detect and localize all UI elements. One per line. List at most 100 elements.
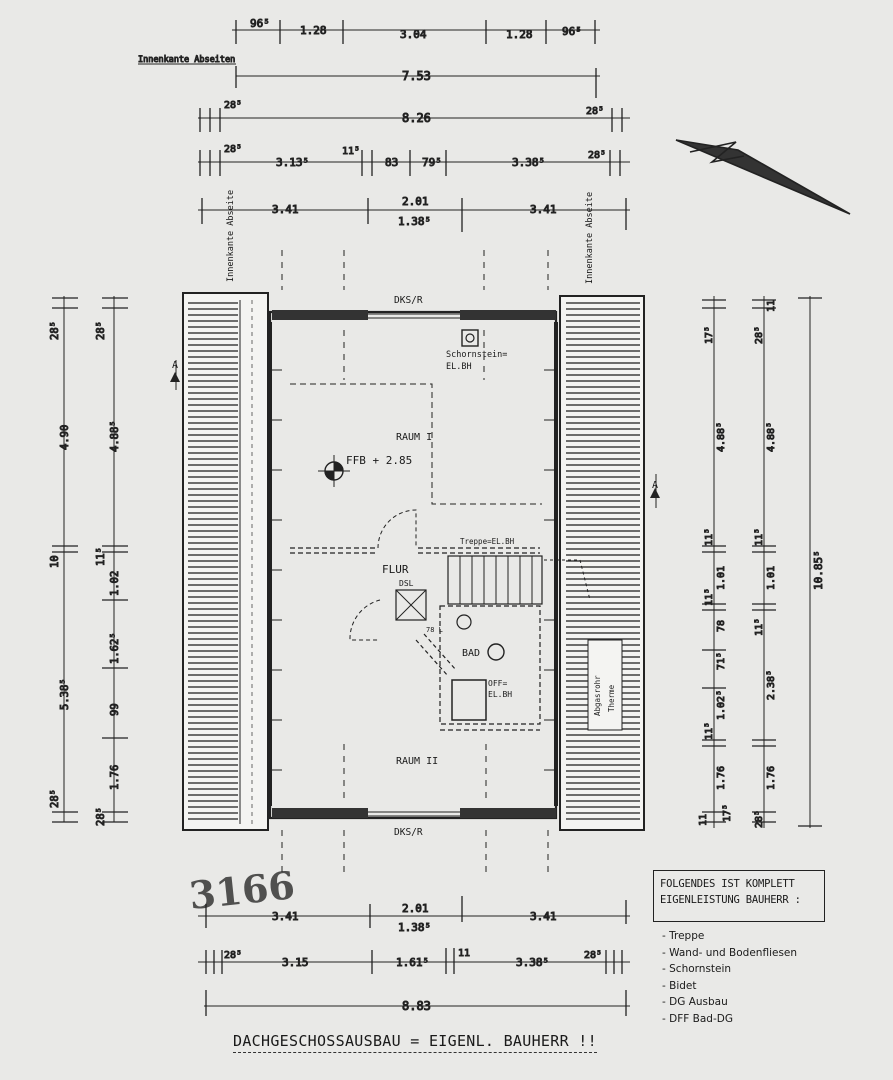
- therme-label: Therme: [607, 684, 616, 712]
- left-inner-dim-2: 4.88⁵: [109, 420, 121, 452]
- left-outer-dim-3: 10: [49, 555, 61, 568]
- raum2-label: RAUM II: [396, 756, 438, 767]
- legend-item: Schornstein: [662, 961, 797, 978]
- left-inner-dim-7: 1.76: [109, 765, 121, 790]
- right-a-dim-3: 11⁵: [704, 528, 715, 546]
- top-dimension-chains: 96⁵ 1.28 3.04 1.28 96⁵ Innenkante Abseit…: [138, 17, 630, 232]
- top-row3-dim: 8.26: [402, 111, 431, 125]
- top-row4-dim-6: 3.38⁵: [512, 156, 545, 169]
- roof-slope-left: [182, 292, 269, 831]
- right-a-dim-4: 1.01: [716, 566, 727, 590]
- top-row1-dim-3: 3.04: [400, 28, 427, 41]
- bottom-row1-mid-bot: 1.38⁵: [398, 921, 431, 934]
- right-b-dim-1: 11: [766, 300, 777, 312]
- h78-label: 78 L: [426, 626, 443, 634]
- section-marker-left-icon: [170, 360, 180, 390]
- bottom-row1-mid-top: 2.01: [402, 902, 429, 915]
- bottom-row2-dim-6: 28⁵: [584, 950, 602, 961]
- left-dimension-chains: 28⁵ 4.90 10 5.38⁵ 28⁵ 28⁵ 4.88⁵ 11⁵ 1.02…: [49, 296, 128, 827]
- ffb-label: FFB + 2.85: [346, 454, 412, 467]
- roof-slope-right: [559, 295, 645, 831]
- flur-label: FLUR: [382, 563, 409, 576]
- off-label: OFF=: [488, 679, 507, 688]
- right-total-dim: 10.85⁵: [812, 550, 825, 590]
- legend-item: Wand- und Bodenfliesen: [662, 945, 797, 962]
- right-b-dim-4: 11⁵: [754, 528, 765, 546]
- top-row4-dim-3: 11⁵: [342, 146, 360, 157]
- bottom-row2-dim-4: 11: [458, 948, 470, 959]
- right-a-dim-6: 78: [716, 620, 727, 632]
- handwritten-number: 3166: [187, 862, 297, 918]
- top-row3-left: 28⁵: [224, 100, 242, 111]
- right-a-dim-11: 11: [698, 814, 709, 826]
- right-b-dim-2: 28⁵: [754, 326, 765, 344]
- right-a-dim-1: 17⁵: [704, 326, 715, 344]
- height-marker-icon: [318, 455, 350, 487]
- section-label-left: A: [172, 360, 178, 371]
- top-row1-dim-5: 96⁵: [562, 25, 582, 38]
- left-outer-dim-2: 4.90: [59, 425, 71, 450]
- right-a-dim-9: 11⁵: [704, 722, 715, 740]
- el-bh-label-2: EL.BH: [488, 690, 512, 699]
- schornstein-label: Schornstein=: [446, 350, 507, 360]
- legend-title: FOLGENDES IST KOMPLETT EIGENLEISTUNG BAU…: [660, 878, 801, 906]
- right-b-dim-9: 28⁵: [754, 810, 765, 828]
- legend-title-box: FOLGENDES IST KOMPLETT EIGENLEISTUNG BAU…: [653, 870, 825, 922]
- right-a-dim-5: 11⁵: [704, 588, 715, 606]
- left-inner-dim-1: 28⁵: [95, 321, 107, 340]
- bottom-row2-dim-1: 28⁵: [224, 950, 242, 961]
- top-row5-mid-bot: 1.38⁵: [398, 215, 431, 228]
- top-row4-dim-5: 79⁵: [422, 156, 442, 169]
- floor-walls: [268, 250, 591, 876]
- abgasrohr-label: Abgasrohr: [593, 675, 602, 716]
- left-inner-dim-8: 28⁵: [95, 807, 107, 826]
- right-a-dim-12: 17⁵: [722, 804, 733, 822]
- footer-title: DACHGESCHOSSAUSBAU = EIGENL. BAUHERR !!: [233, 1032, 597, 1053]
- right-a-dim-7: 71⁵: [716, 652, 727, 670]
- right-b-dim-5: 1.01: [766, 566, 777, 590]
- right-a-dim-10: 1.76: [716, 766, 727, 790]
- left-outer-dim-1: 28⁵: [49, 321, 61, 340]
- legend-item: Bidet: [662, 978, 797, 995]
- top-row4-dim-4: 83: [385, 156, 398, 169]
- left-inner-dim-6: 99: [109, 703, 121, 716]
- top-row4-dim-7: 28⁵: [588, 150, 606, 161]
- right-a-dim-2: 4.88⁵: [716, 422, 727, 452]
- top-row2-dim: 7.53: [402, 69, 431, 83]
- section-marker-right-icon: [650, 474, 660, 508]
- el-bh-label-1: EL.BH: [446, 362, 472, 372]
- bottom-dimension-chains: 3.41 2.01 1.38⁵ 3.41 28⁵ 3.15 1.61⁵ 11 3…: [198, 896, 630, 1016]
- innenkante-left-label: Innenkante Abseite: [226, 190, 236, 282]
- bad-label: BAD: [462, 648, 480, 659]
- innenkante-right-label: Innenkante Abseite: [585, 192, 595, 284]
- left-outer-dim-4: 5.38⁵: [59, 678, 71, 710]
- section-label-right: A: [652, 480, 658, 491]
- bottom-row2-dim-5: 3.38⁵: [516, 956, 549, 969]
- raum1-label: RAUM I: [396, 432, 432, 443]
- legend-list: Treppe Wand- und Bodenfliesen Schornstei…: [662, 928, 797, 1027]
- top-row2-note: Innenkante Abseiten: [138, 55, 235, 65]
- top-row1-dim-4: 1.28: [506, 28, 533, 41]
- top-row4-dim-1: 28⁵: [224, 144, 242, 155]
- right-b-dim-3: 4.88⁵: [766, 422, 777, 452]
- bottom-row1-left: 3.41: [272, 910, 299, 923]
- right-dimension-chains: 17⁵ 4.88⁵ 11⁵ 1.01 11⁵ 78 71⁵ 1.02⁵ 11⁵ …: [698, 296, 826, 829]
- right-b-dim-8: 1.76: [766, 766, 777, 790]
- treppe-el-label: Treppe=EL.BH: [460, 537, 515, 546]
- top-row1-dim-1: 96⁵: [250, 17, 270, 30]
- legend-item: DFF Bad-DG: [662, 1011, 797, 1028]
- top-row4-dim-2: 3.13⁵: [276, 156, 309, 169]
- legend-item: DG Ausbau: [662, 994, 797, 1011]
- left-inner-dim-5: 1.62⁵: [109, 632, 121, 664]
- left-inner-dim-4: 1.02: [109, 571, 121, 596]
- top-row5-left: 3.41: [272, 203, 299, 216]
- left-outer-dim-5: 28⁵: [49, 789, 61, 808]
- dks-top-label: DKS/R: [394, 295, 423, 306]
- right-b-dim-7: 2.38⁵: [766, 670, 777, 700]
- dsl-label: DSL: [399, 579, 414, 588]
- bottom-row1-right: 3.41: [530, 910, 557, 923]
- right-a-dim-8: 1.02⁵: [716, 690, 727, 720]
- legend-item: Treppe: [662, 928, 797, 945]
- bottom-row2-dim-2: 3.15: [282, 956, 309, 969]
